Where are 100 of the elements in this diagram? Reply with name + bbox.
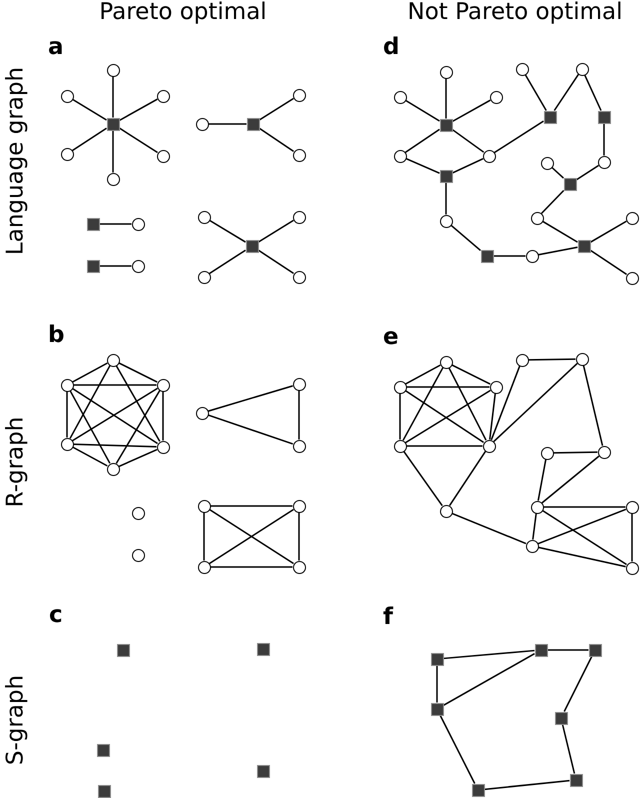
circle-node xyxy=(490,380,502,394)
edge-line xyxy=(538,546,626,568)
circle-node xyxy=(292,148,306,162)
circle-node xyxy=(196,406,208,420)
edge-line xyxy=(537,459,547,501)
panel-label: d xyxy=(383,36,400,59)
square-node xyxy=(578,240,590,252)
edge-line xyxy=(452,158,484,174)
column-header: Pareto optimal xyxy=(99,1,267,24)
edge-line xyxy=(590,220,627,243)
edge-line xyxy=(118,362,158,383)
circle-node xyxy=(516,62,528,76)
circle-node xyxy=(626,562,638,574)
edge-line xyxy=(528,358,576,361)
edge-line xyxy=(112,130,114,172)
square-node xyxy=(440,170,452,182)
square-node xyxy=(430,652,444,666)
edge-line xyxy=(119,128,158,154)
square-node xyxy=(98,784,110,798)
square-node xyxy=(534,644,548,656)
circle-node xyxy=(196,118,208,130)
edge-line xyxy=(69,365,111,439)
edge-line xyxy=(532,513,537,540)
circle-node xyxy=(440,66,452,78)
circle-node xyxy=(292,88,306,102)
edge-line xyxy=(208,414,294,445)
square-node xyxy=(116,644,130,656)
edge-line xyxy=(542,510,627,566)
square-node xyxy=(86,218,100,230)
edge-line xyxy=(72,446,108,467)
circle-node xyxy=(292,378,306,390)
circle-node xyxy=(156,440,170,454)
edge-line xyxy=(494,120,544,154)
edge-line xyxy=(452,512,526,544)
circle-node xyxy=(292,440,306,452)
row-label: S-graph xyxy=(4,674,28,766)
edge-line xyxy=(402,367,444,441)
edge-line xyxy=(554,74,580,111)
square-node xyxy=(256,764,270,778)
circle-node xyxy=(626,500,638,514)
edge-line xyxy=(538,508,626,544)
edge-line xyxy=(72,128,107,152)
edge-line xyxy=(584,74,602,111)
edge-line xyxy=(69,390,111,464)
square-node xyxy=(440,118,452,132)
circle-node xyxy=(156,90,170,102)
circle-node xyxy=(106,172,120,186)
edge-line xyxy=(208,123,246,125)
edge-line xyxy=(298,512,300,560)
edge-line xyxy=(445,182,447,214)
edge-line xyxy=(445,78,447,118)
square-node xyxy=(598,110,610,124)
edge-line xyxy=(576,164,599,180)
edge-line xyxy=(203,512,205,560)
edge-line xyxy=(406,445,482,447)
edge-line xyxy=(548,649,588,651)
square-node xyxy=(554,712,568,724)
edge-line xyxy=(542,456,600,504)
square-node xyxy=(430,702,444,716)
circle-node xyxy=(440,214,452,228)
edge-line xyxy=(489,393,496,440)
edge-line xyxy=(405,100,440,122)
column-header: Not Pareto optimal xyxy=(408,1,622,24)
circle-node xyxy=(132,260,144,272)
circle-node xyxy=(540,156,554,170)
circle-node xyxy=(198,270,210,284)
circle-node xyxy=(490,90,502,104)
edge-line xyxy=(208,385,293,412)
circle-node xyxy=(482,150,496,162)
circle-node xyxy=(132,218,144,230)
circle-node xyxy=(394,380,406,394)
edge-line xyxy=(100,265,132,267)
circle-node xyxy=(60,378,74,392)
circle-node xyxy=(292,560,306,574)
circle-node xyxy=(106,64,120,76)
circle-node xyxy=(626,212,638,224)
circle-node xyxy=(198,500,210,512)
circle-node xyxy=(530,500,544,514)
edge-line xyxy=(440,715,476,784)
edge-line xyxy=(541,190,564,214)
panel-label: c xyxy=(49,604,63,627)
circle-node xyxy=(598,156,610,168)
edge-line xyxy=(258,220,294,243)
edge-line xyxy=(116,365,160,442)
square-node xyxy=(106,118,120,130)
edge-line xyxy=(112,76,114,118)
edge-line xyxy=(259,98,294,121)
edge-line xyxy=(403,450,443,506)
edge-line xyxy=(116,390,160,464)
circle-node xyxy=(292,210,306,224)
circle-node xyxy=(60,438,74,450)
row-label: Language graph xyxy=(4,66,28,256)
square-node xyxy=(480,250,494,262)
edge-line xyxy=(448,367,487,441)
circle-node xyxy=(132,506,144,520)
edge-line xyxy=(162,392,164,440)
panel-label: e xyxy=(383,326,399,349)
edge-line xyxy=(73,443,157,448)
edge-line xyxy=(66,392,68,438)
circle-node xyxy=(526,250,538,262)
